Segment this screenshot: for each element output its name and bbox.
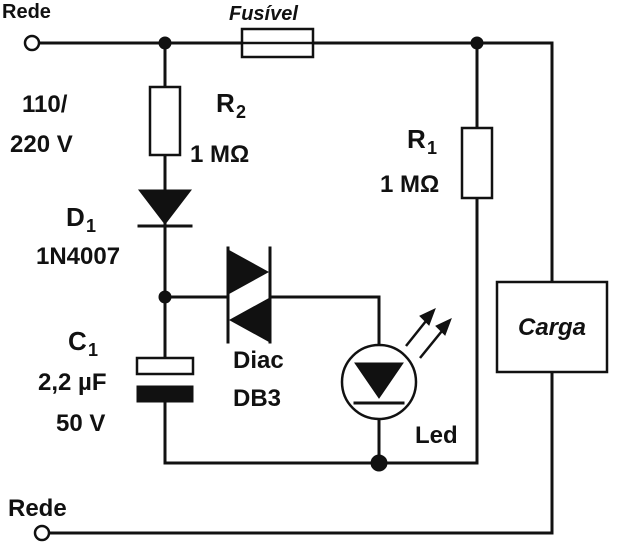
r1-value-label: 1 MΩ bbox=[380, 171, 439, 198]
c1-name-label: C bbox=[68, 326, 87, 356]
capacitor-c1-plate-positive bbox=[135, 356, 195, 376]
mains-terminal-top bbox=[23, 34, 41, 52]
junction-dot bbox=[470, 36, 484, 50]
junction-dot bbox=[370, 454, 388, 472]
r2-value-label: 1 MΩ bbox=[190, 141, 249, 168]
led-light-arrow-head bbox=[435, 318, 452, 336]
mains-bottom-label: Rede bbox=[8, 495, 67, 522]
voltage-label-line2: 220 V bbox=[10, 131, 73, 158]
junction-dot bbox=[158, 290, 172, 304]
c1-capacitance-label: 2,2 µF bbox=[38, 369, 107, 396]
mains-top-label: Rede bbox=[2, 1, 51, 23]
resistor-r1 bbox=[460, 126, 494, 200]
diode-d1 bbox=[137, 189, 193, 228]
resistor-r2 bbox=[148, 85, 182, 157]
r1-subscript: 1 bbox=[427, 138, 437, 158]
fuse-symbol bbox=[240, 27, 315, 59]
diode-d1-triangle bbox=[137, 189, 193, 225]
fuse-label: Fusível bbox=[229, 3, 298, 25]
junction-dot bbox=[158, 36, 172, 50]
diac-label-line1: Diac bbox=[233, 347, 284, 374]
diac-symbol bbox=[226, 246, 272, 344]
voltage-label-line1: 110/ bbox=[22, 91, 68, 118]
diac-triangle-lower bbox=[228, 297, 271, 343]
load-box bbox=[495, 280, 609, 374]
c1-voltage-label: 50 V bbox=[56, 410, 105, 437]
d1-name-label: D bbox=[66, 202, 85, 232]
c1-subscript: 1 bbox=[88, 340, 98, 360]
d1-subscript: 1 bbox=[86, 216, 96, 236]
d1-part-label: 1N4007 bbox=[36, 243, 120, 270]
led-triangle bbox=[354, 362, 404, 399]
led-label: Led bbox=[415, 422, 458, 449]
r2-subscript: 2 bbox=[236, 102, 246, 122]
r1-name-label: R bbox=[407, 124, 426, 154]
load-label: Carga bbox=[518, 314, 586, 341]
diac-triangle-upper bbox=[227, 249, 270, 295]
capacitor-c1 bbox=[135, 356, 195, 403]
mains-terminal-bottom bbox=[33, 524, 51, 542]
capacitor-c1-plate-negative bbox=[136, 385, 194, 403]
diac-label-line2: DB3 bbox=[233, 385, 281, 412]
led-light-arrow-head bbox=[419, 308, 436, 326]
r2-name-label: R bbox=[216, 88, 235, 118]
wires bbox=[37, 41, 554, 535]
led-symbol bbox=[340, 308, 452, 421]
